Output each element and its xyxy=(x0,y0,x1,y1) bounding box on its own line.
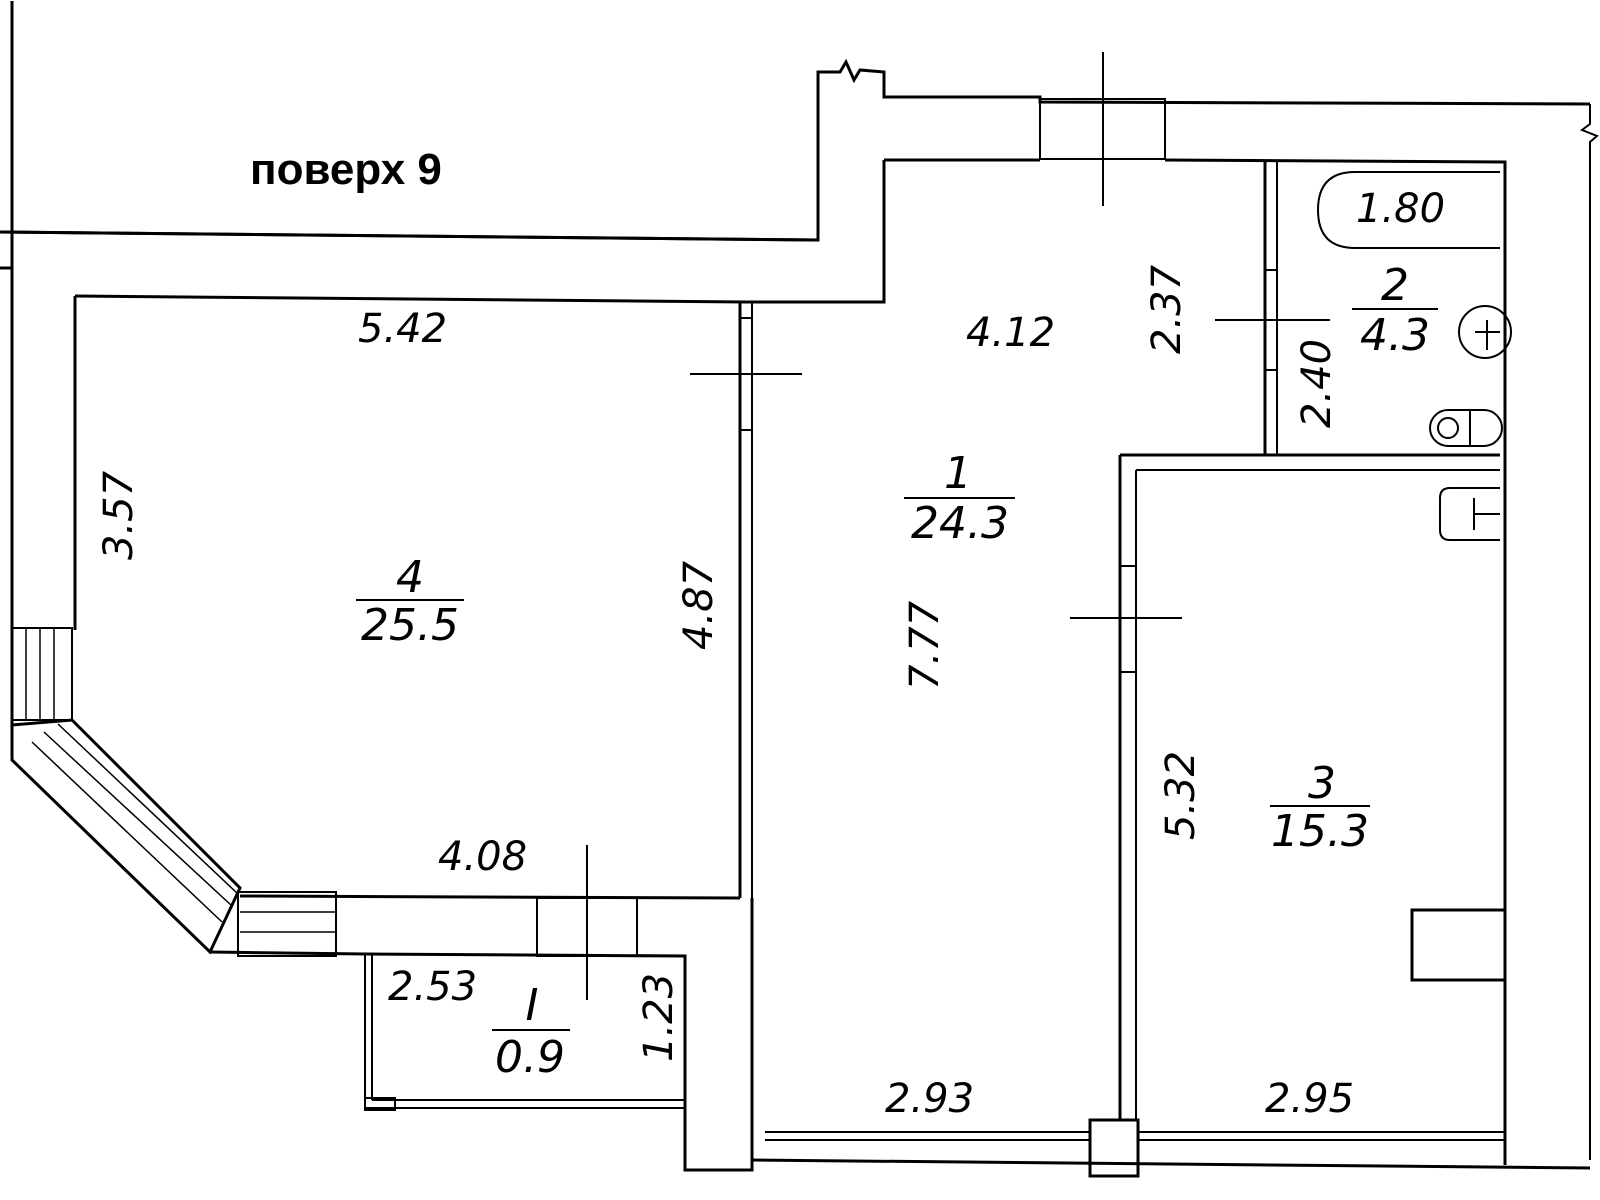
bottom-window xyxy=(751,1131,1591,1170)
right-niche xyxy=(1410,908,1505,982)
dim-room1-length: 7.77 xyxy=(902,600,948,690)
room-number: 4 xyxy=(396,552,424,603)
partition-4-1 xyxy=(690,302,802,1160)
room-area: 25.5 xyxy=(361,600,459,651)
room-label-2: 2 4.3 xyxy=(1352,260,1438,361)
room-label-3: 3 15.3 xyxy=(1270,758,1370,857)
dim-room1-bottom: 2.93 xyxy=(885,1076,974,1122)
bathroom-walls xyxy=(1120,162,1512,471)
dim-bath-side: 2.40 xyxy=(1294,339,1340,428)
room-label-1: 1 24.3 xyxy=(904,448,1015,549)
dim-room3-bottom: 2.95 xyxy=(1265,1076,1354,1122)
room-area: 4.3 xyxy=(1360,310,1430,361)
room-label-balcony: I 0.9 xyxy=(492,980,570,1083)
room-number: I xyxy=(526,980,539,1031)
floor-title: поверх 9 xyxy=(250,145,442,194)
room-area: 0.9 xyxy=(495,1032,565,1083)
dim-room1-upper: 2.37 xyxy=(1144,264,1190,354)
dim-room3-side: 5.32 xyxy=(1158,751,1204,840)
dim-room4-bottom: 4.08 xyxy=(438,834,527,880)
exterior-walls xyxy=(0,1,1599,1165)
room-number: 3 xyxy=(1308,758,1336,809)
room-area: 24.3 xyxy=(911,498,1009,549)
room-number: 1 xyxy=(944,448,972,499)
dim-room4-left: 3.57 xyxy=(96,470,142,560)
dim-room4-top: 5.42 xyxy=(358,306,447,352)
room-number: 2 xyxy=(1381,260,1409,311)
balcony-walls xyxy=(209,845,754,1172)
dim-room1-top: 4.12 xyxy=(966,310,1055,356)
dim-room4-right: 4.87 xyxy=(676,560,722,650)
partition-1-3 xyxy=(1070,455,1182,1178)
dim-balcony-width: 2.53 xyxy=(388,964,477,1010)
room-label-4: 4 25.5 xyxy=(356,552,464,651)
dim-bath-tub: 1.80 xyxy=(1356,186,1445,232)
kitchen-sink xyxy=(1439,487,1500,541)
room-area: 15.3 xyxy=(1271,806,1369,857)
left-wall-window xyxy=(10,296,337,957)
dim-balcony-depth: 1.23 xyxy=(636,973,682,1062)
